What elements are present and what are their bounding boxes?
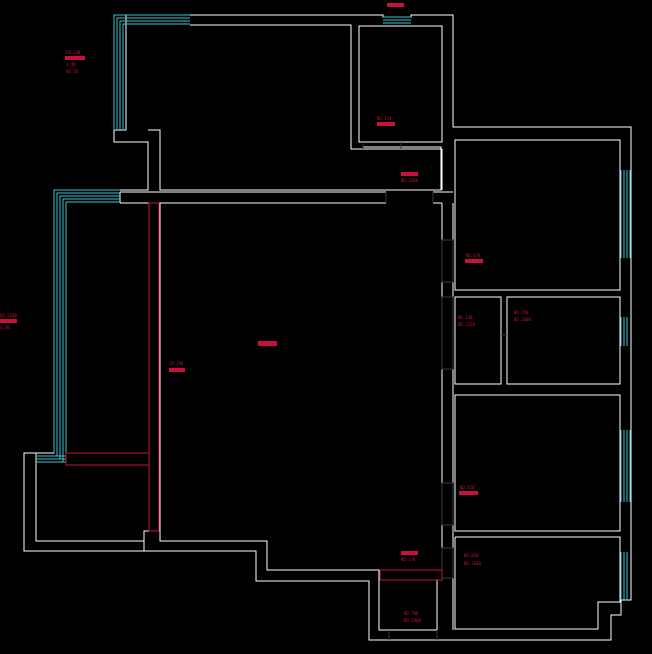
svg-text:BD.2600: BD.2600 (464, 561, 481, 566)
inner-wall-outline (148, 24, 442, 191)
bedroom-1-window (620, 170, 631, 258)
svg-text:DI.5200: DI.5200 (0, 313, 17, 318)
bath-2-wall (506, 296, 621, 385)
annotation-tag-bath2: BD.350 BD.2600 (514, 310, 531, 322)
red-structure (65, 202, 443, 581)
svg-text:CP.250: CP.250 (169, 361, 184, 366)
svg-text:BD.470: BD.470 (466, 253, 481, 258)
svg-text:BD.650: BD.650 (460, 485, 475, 490)
annotation-tag-bottom: BD.700 BD.2400 (404, 611, 421, 623)
bedroom-3-wall (454, 536, 621, 630)
entry-beam (379, 569, 443, 581)
corridor-beam (148, 202, 160, 532)
outer-walls (23, 14, 632, 641)
svg-text:BD.350: BD.350 (514, 310, 529, 315)
doors (362, 142, 507, 640)
svg-text:BD.700: BD.700 (404, 611, 419, 616)
windows (36, 14, 631, 600)
bedroom-2-wall (454, 394, 621, 532)
bath-window (620, 317, 628, 346)
svg-text:3.4B: 3.4B (66, 62, 76, 67)
top-small-window (383, 16, 411, 24)
balcony-beam (65, 452, 150, 466)
right-rooms (454, 127, 632, 630)
svg-text:40.5B: 40.5B (66, 69, 79, 74)
annotation-tag-small-room: BD.170 (377, 116, 395, 126)
annotation-tag-hall: BD.3500 (401, 172, 418, 183)
annotation-tag-bed3: BD.850 BD.2600 (464, 553, 481, 566)
bedroom-2-window (620, 430, 631, 502)
hall-walls (119, 148, 453, 204)
svg-text:CB.240: CB.240 (66, 50, 81, 55)
bedroom-3-window (620, 552, 628, 600)
outer-wall-outline (23, 14, 632, 641)
svg-text:BD.170: BD.170 (377, 116, 392, 121)
annotation-tag-living (258, 341, 277, 346)
svg-text:BD.2600: BD.2600 (514, 317, 531, 322)
svg-text:BD.140: BD.140 (458, 315, 473, 320)
svg-text:4.2B: 4.2B (0, 325, 10, 330)
svg-text:BD.2400: BD.2400 (404, 618, 421, 623)
annotation-tag-leftedge: DI.5200 4.2B (0, 313, 17, 330)
svg-text:BD.2350: BD.2350 (458, 322, 475, 327)
svg-text:BD.850: BD.850 (464, 553, 479, 558)
annotation-tag-topleft: CB.240 3.4B 40.5B (65, 50, 85, 74)
bedroom-1-wall (454, 139, 621, 291)
bath-1-wall (454, 296, 502, 385)
svg-text:BD.370: BD.370 (401, 557, 416, 562)
annotation-tag-bath1: BD.140 BD.2350 (458, 315, 475, 327)
annotation-tag-bed1: BD.470 (465, 253, 483, 263)
annotation-tag-top-door (387, 3, 404, 7)
annotation-tag-bed2: BD.650 (459, 485, 478, 495)
annotation-tag-corridor: CP.250 (169, 361, 185, 372)
annotation-tag-entry: BD.370 (401, 551, 418, 562)
svg-text:BD.3500: BD.3500 (401, 178, 418, 183)
